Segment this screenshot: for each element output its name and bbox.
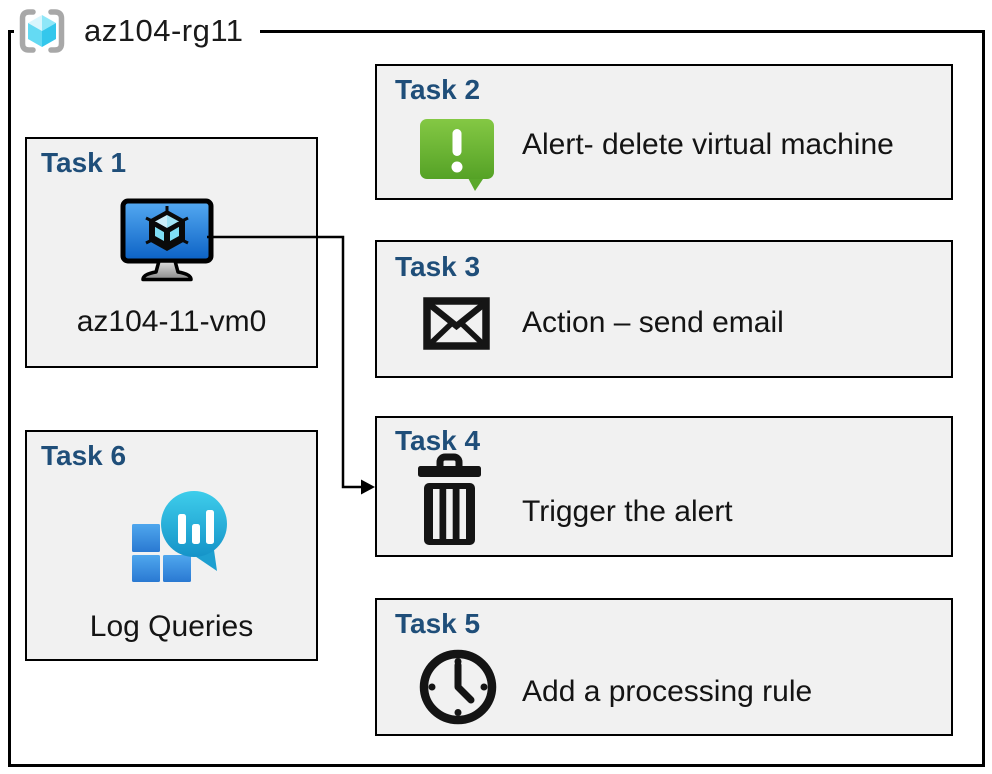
- task-3-text: Action – send email: [522, 306, 784, 339]
- task-6-header: Task 6: [41, 440, 127, 471]
- log-analytics-icon: [130, 488, 230, 588]
- task-3-header: Task 3: [395, 251, 481, 282]
- virtual-machine-icon: [120, 198, 214, 292]
- resource-group-title: az104-rg11: [84, 13, 244, 48]
- clock-icon: [419, 649, 497, 730]
- task-2-box: Task 2 Alert- delete virtual machine: [375, 64, 953, 200]
- task-4-text: Trigger the alert: [522, 495, 733, 528]
- resource-group-label: az104-rg11: [14, 2, 260, 60]
- task-1-box: Task 1: [25, 137, 318, 368]
- task-6-box: Task 6 Log Q: [25, 430, 318, 661]
- trash-delete-icon: [416, 453, 483, 551]
- log-queries-label: Log Queries: [89, 610, 254, 643]
- alert-message-icon: [419, 118, 495, 197]
- task-1-header: Task 1: [41, 147, 127, 178]
- task-4-box: Task 4 Trigger the alert: [375, 416, 953, 557]
- vm-name-label: az104-11-vm0: [76, 305, 267, 338]
- email-envelope-icon: [423, 297, 490, 355]
- task-4-header: Task 4: [395, 425, 481, 456]
- task-2-header: Task 2: [395, 74, 481, 105]
- task-2-text: Alert- delete virtual machine: [522, 128, 894, 161]
- task-5-box: Task 5 Add a processing rule: [375, 598, 953, 736]
- task-3-box: Task 3 Action – send email: [375, 240, 953, 378]
- resource-group-icon: [16, 5, 68, 57]
- task-5-text: Add a processing rule: [522, 675, 813, 708]
- task-5-header: Task 5: [395, 608, 481, 639]
